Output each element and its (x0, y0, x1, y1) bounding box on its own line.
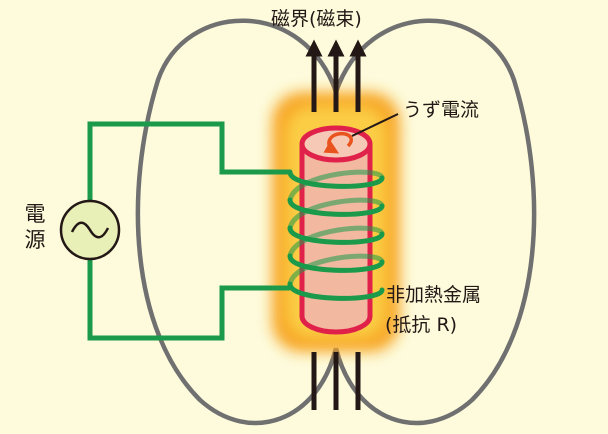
power-source-char-2: 源 (24, 228, 46, 252)
ac-wave-icon (70, 221, 110, 239)
magnetic-flux-label: 磁界(磁束) (271, 8, 362, 30)
metal-label: 非加熱金属 (386, 284, 482, 306)
magnetic-flux-arrows (305, 39, 367, 410)
magnetic-field-lines (135, 18, 537, 426)
induction-coil (287, 169, 385, 301)
ac-power-source (59, 199, 121, 261)
power-source-char-1: 電 (24, 202, 46, 226)
resistance-label: (抵抗 R) (385, 314, 458, 336)
eddy-current-label: うず電流 (403, 99, 480, 121)
wire-top (87, 121, 290, 200)
field-loop-right (333, 18, 537, 426)
power-wiring (87, 121, 290, 341)
field-loop-left (135, 18, 339, 426)
eddy-current-arrow (323, 131, 353, 154)
wire-bottom (87, 260, 290, 341)
eddy-leader-line (351, 113, 399, 137)
power-source-label: 電 源 (22, 201, 48, 253)
